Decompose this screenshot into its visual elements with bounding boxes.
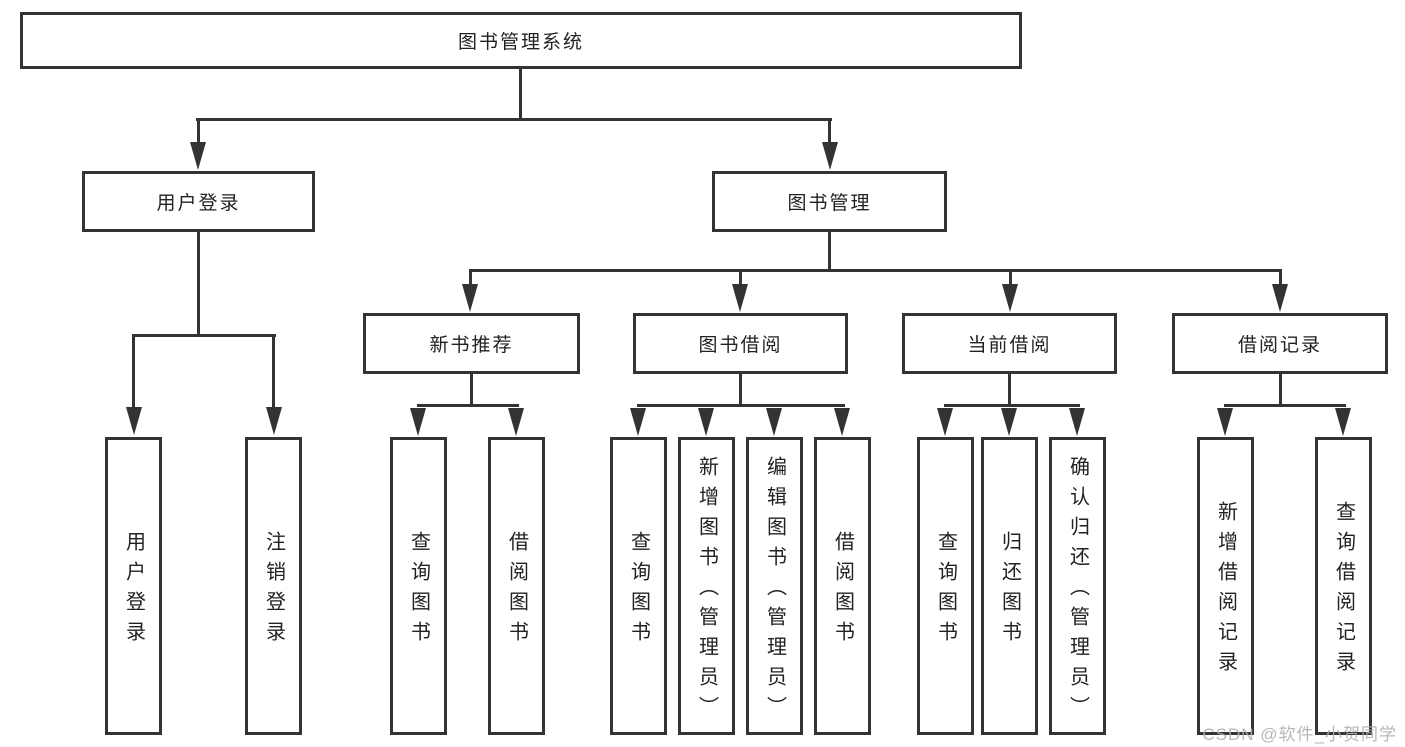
connector-user-login-stem (197, 232, 200, 336)
arrow-to-book-management (822, 142, 838, 170)
node-book-borrow: 图书借阅 (633, 313, 848, 374)
connector-new-book-bar (417, 404, 519, 407)
node-user-login-leaf: 用户登录 (105, 437, 162, 735)
node-borrow-records: 借阅记录 (1172, 313, 1388, 374)
node-current-borrow-label: 当前借阅 (967, 335, 1052, 356)
arrow-to-query-books-2 (630, 408, 646, 436)
arrow-to-query-borrow-record (1335, 408, 1351, 436)
node-return-book: 归还图书 (981, 437, 1038, 735)
connector-book-borrow-stem (739, 374, 742, 406)
connector-root-drop-left (197, 118, 200, 148)
node-root-system: 图书管理系统 (20, 12, 1022, 69)
node-query-books-3: 查询图书 (917, 437, 974, 735)
node-query-books-2: 查询图书 (610, 437, 667, 735)
arrow-to-user-login (190, 142, 206, 170)
node-book-borrow-label: 图书借阅 (698, 335, 783, 356)
arrow-to-borrow-books-1 (508, 408, 524, 436)
node-new-book-recommend: 新书推荐 (363, 313, 580, 374)
arrow-to-query-books-1 (410, 408, 426, 436)
connector-book-mgmt-drop-4 (1279, 269, 1282, 287)
connector-book-mgmt-drop-1 (469, 269, 472, 287)
connector-borrow-records-bar (1224, 404, 1346, 407)
node-query-books-2-label: 查询图书 (627, 531, 650, 651)
node-add-borrow-record-label: 新增借阅记录 (1214, 501, 1237, 681)
connector-new-book-stem (470, 374, 473, 406)
node-new-book-recommend-label: 新书推荐 (429, 335, 514, 356)
connector-current-borrow-stem (1008, 374, 1011, 406)
arrow-to-new-book-recommend (462, 284, 478, 312)
node-query-books-1: 查询图书 (390, 437, 447, 735)
node-borrow-books-1: 借阅图书 (488, 437, 545, 735)
arrow-to-query-books-3 (937, 408, 953, 436)
connector-user-login-bar (132, 334, 276, 337)
node-edit-book-admin-label: 编辑图书（管理员） (763, 456, 786, 726)
connector-book-borrow-bar (637, 404, 845, 407)
node-return-book-label: 归还图书 (998, 531, 1021, 651)
node-borrow-books-2: 借阅图书 (814, 437, 871, 735)
node-confirm-return-admin-label: 确认归还（管理员） (1066, 456, 1089, 726)
node-current-borrow: 当前借阅 (902, 313, 1117, 374)
arrow-to-current-borrow (1002, 284, 1018, 312)
arrow-to-edit-book (766, 408, 782, 436)
node-borrow-books-1-label: 借阅图书 (505, 531, 528, 651)
node-borrow-books-2-label: 借阅图书 (831, 531, 854, 651)
arrow-to-confirm-return (1069, 408, 1085, 436)
connector-root-bar (196, 118, 832, 121)
arrow-to-borrow-books-2 (834, 408, 850, 436)
node-add-book-admin-label: 新增图书（管理员） (695, 456, 718, 726)
node-logout-leaf: 注销登录 (245, 437, 302, 735)
node-query-borrow-record: 查询借阅记录 (1315, 437, 1372, 735)
connector-root-stem (519, 68, 522, 120)
node-confirm-return-admin: 确认归还（管理员） (1049, 437, 1106, 735)
connector-current-borrow-bar (944, 404, 1080, 407)
node-query-books-3-label: 查询图书 (934, 531, 957, 651)
connector-book-mgmt-drop-2 (739, 269, 742, 287)
node-add-book-admin: 新增图书（管理员） (678, 437, 735, 735)
node-user-login-leaf-label: 用户登录 (122, 531, 145, 651)
arrow-to-borrow-records (1272, 284, 1288, 312)
node-user-login-label: 用户登录 (156, 193, 241, 214)
node-root-system-label: 图书管理系统 (457, 32, 584, 53)
node-query-borrow-record-label: 查询借阅记录 (1332, 501, 1355, 681)
node-logout-leaf-label: 注销登录 (262, 531, 285, 651)
node-add-borrow-record: 新增借阅记录 (1197, 437, 1254, 735)
node-book-management: 图书管理 (712, 171, 947, 232)
node-borrow-records-label: 借阅记录 (1237, 335, 1322, 356)
arrow-to-add-book (698, 408, 714, 436)
node-book-management-label: 图书管理 (787, 193, 872, 214)
connector-book-mgmt-drop-3 (1009, 269, 1012, 287)
arrow-to-return-book (1001, 408, 1017, 436)
connector-user-login-drop-1 (132, 334, 135, 408)
csdn-watermark: CSDN @软件_小贺同学 (1202, 725, 1397, 744)
arrow-to-add-borrow-record (1217, 408, 1233, 436)
arrow-to-book-borrow (732, 284, 748, 312)
node-edit-book-admin: 编辑图书（管理员） (746, 437, 803, 735)
connector-book-mgmt-bar (469, 269, 1281, 272)
node-user-login: 用户登录 (82, 171, 315, 232)
connector-root-drop-right (828, 118, 831, 148)
connector-borrow-records-stem (1279, 374, 1282, 406)
connector-book-mgmt-stem (828, 232, 831, 272)
arrow-to-logout-leaf (266, 407, 282, 435)
node-query-books-1-label: 查询图书 (407, 531, 430, 651)
arrow-to-user-login-leaf (126, 407, 142, 435)
connector-user-login-drop-2 (272, 334, 275, 408)
